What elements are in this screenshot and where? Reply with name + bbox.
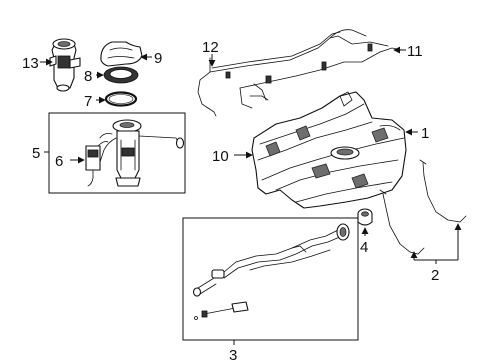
fuel-tank-part (251, 91, 407, 209)
lock-ring-part (103, 66, 139, 84)
gasket-part (104, 91, 138, 107)
callout-13: 13 (22, 55, 39, 72)
callout-2: 2 (431, 267, 439, 284)
callout-12: 12 (202, 39, 219, 56)
callout-5: 5 (32, 145, 40, 162)
callout-11: 11 (407, 43, 423, 60)
fuel-lines-part (197, 29, 403, 117)
callout-10: 10 (212, 148, 229, 165)
callout-6: 6 (55, 153, 63, 170)
callout-1: 1 (421, 125, 429, 142)
fuel-pump-sender-part (49, 38, 81, 92)
fuel-pump-assembly-part (99, 119, 185, 187)
filler-pipe-part (192, 223, 350, 320)
pump-cover-part (100, 41, 143, 67)
filler-pipe-box (182, 217, 359, 341)
level-sender-part (85, 141, 109, 187)
callout-9: 9 (154, 50, 162, 67)
pump-assembly-box (48, 112, 186, 194)
callout-8: 8 (84, 68, 92, 85)
callout-7: 7 (84, 93, 92, 110)
callout-4: 4 (360, 239, 368, 256)
filler-grommet-part (357, 208, 373, 226)
callout-3: 3 (229, 347, 237, 360)
